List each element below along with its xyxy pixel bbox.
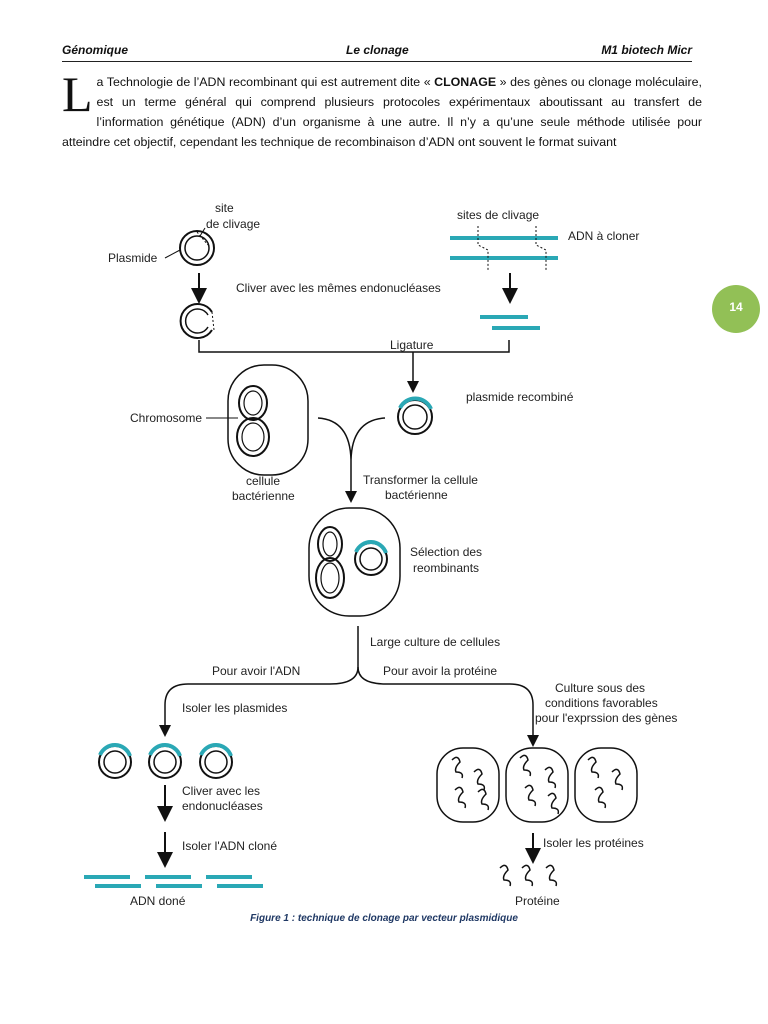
isolated-plasmids	[98, 743, 233, 779]
page-header: Génomique Le clonage M1 biotech Micr	[62, 43, 692, 62]
header-chapter: Le clonage	[346, 43, 409, 57]
page-number-badge: 14	[712, 285, 760, 333]
label-isoler-plasmides: Isoler les plasmides	[182, 701, 287, 715]
recombined-plasmid	[397, 396, 433, 435]
dna-fragment	[450, 226, 558, 270]
culture-cells	[436, 747, 638, 823]
label-chromosome: Chromosome	[130, 411, 202, 425]
intro-text-end: » des gènes ou clonage moléculaire, est …	[62, 75, 702, 149]
label-isoler-proteines: Isoler les protéines	[543, 836, 644, 850]
label-transformer: Transformer la cellule	[363, 473, 478, 487]
label-transformer-bact: bactérienne	[385, 488, 448, 502]
label-cliver-endo-2: endonucléases	[182, 799, 263, 813]
header-subject: Génomique	[62, 43, 129, 57]
intro-bold-term: CLONAGE	[434, 75, 497, 89]
label-de-clivage: de clivage	[206, 217, 260, 231]
drop-cap: L	[62, 66, 93, 122]
plasmid-top	[179, 230, 215, 266]
label-culture-2: conditions favorables	[545, 696, 658, 710]
label-site: site	[215, 201, 234, 215]
site-pointer	[199, 227, 206, 237]
plasmide-pointer	[164, 249, 181, 259]
figure-caption: Figure 1 : technique de clonage par vect…	[250, 913, 518, 924]
label-adn-clone: ADN doné	[130, 894, 186, 908]
label-reombinants: reombinants	[413, 561, 479, 575]
label-cliver: Cliver avec les mêmes endonucléases	[236, 281, 441, 295]
label-ligature: Ligature	[390, 338, 434, 352]
label-isoler-adn: Isoler l'ADN cloné	[182, 839, 277, 853]
branch-right	[357, 666, 539, 747]
intro-text-start: a Technologie de l’ADN recombinant qui e…	[96, 75, 435, 89]
label-sites-clivage: sites de clivage	[457, 208, 539, 222]
transformed-cell	[308, 507, 401, 617]
label-cliver-endo-1: Cliver avec les	[182, 784, 260, 798]
label-culture-3: pour l'exprssion des gènes	[535, 711, 677, 725]
label-adn-cloner: ADN à cloner	[568, 229, 639, 243]
bacterial-cell	[227, 364, 309, 476]
label-selection: Sélection des	[410, 545, 482, 559]
cut-plasmid	[179, 303, 215, 339]
label-cellule: cellule	[246, 474, 280, 488]
label-proteine: Protéine	[515, 894, 560, 908]
merge-curves	[317, 417, 386, 461]
label-plasmide: Plasmide	[108, 251, 158, 265]
label-plasmide-recombine: plasmide recombiné	[466, 390, 574, 404]
header-course: M1 biotech Micr	[601, 43, 692, 57]
label-bacterienne: bactérienne	[232, 489, 295, 503]
dna-insert	[480, 315, 540, 330]
label-large-culture: Large culture de cellules	[370, 635, 500, 649]
cloned-dna	[84, 875, 263, 888]
label-culture-1: Culture sous des	[555, 681, 645, 695]
label-pour-proteine: Pour avoir la protéine	[383, 664, 497, 678]
branch-left	[159, 666, 359, 737]
label-pour-adn: Pour avoir l'ADN	[212, 664, 300, 678]
isolated-proteins	[499, 864, 558, 887]
ligature-connector	[198, 340, 510, 353]
